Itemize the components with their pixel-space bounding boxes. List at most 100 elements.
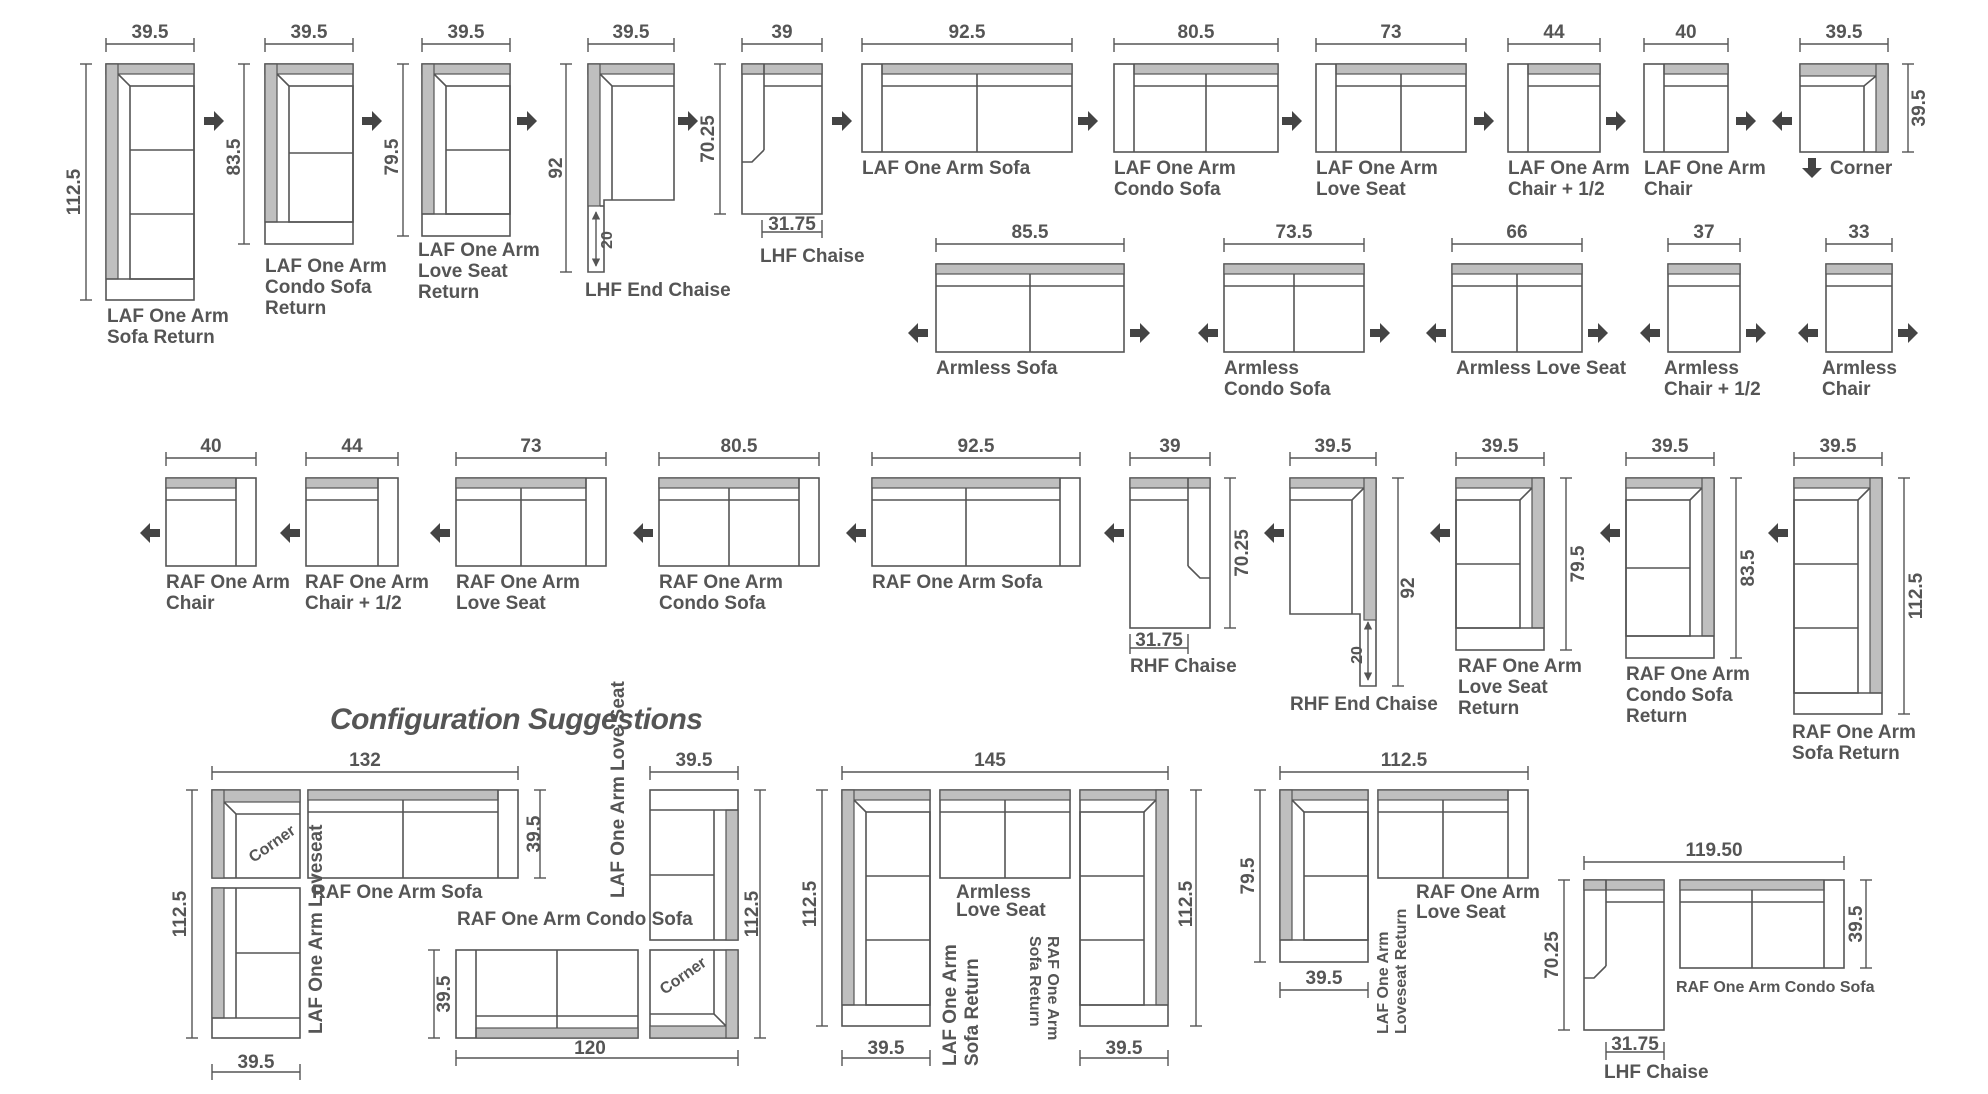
dim-depth: 39.5 (1846, 905, 1867, 942)
dim-total-depth: 112.5 (170, 890, 191, 937)
piece-label: RAF One Arm (1458, 656, 1582, 677)
dim-width: 33 (1848, 222, 1869, 243)
dim-width: 73 (520, 436, 541, 457)
dim-width: 39 (1159, 436, 1180, 457)
arrow-right-icon (678, 111, 698, 131)
dim-width: 39.5 (676, 750, 713, 771)
piece-rhf-end-chaise: 39.5 92 20 RHF End Chaise (1289, 436, 1438, 715)
arrow-left-icon (1430, 523, 1450, 543)
dim-width: 39.5 (132, 22, 169, 43)
arrow-down-icon (1802, 158, 1822, 178)
piece-label: RAF One Arm (305, 572, 429, 593)
piece-label: Return (1458, 698, 1519, 719)
dim-depth: 112.5 (1906, 572, 1927, 619)
dim-chaise-width: 31.75 (768, 214, 816, 235)
dim-width: 37 (1693, 222, 1714, 243)
dim-chaise-width: 31.75 (1135, 630, 1183, 651)
arrow-right-icon (1736, 111, 1756, 131)
piece-armless-chair: 33 Armless Chair (1822, 222, 1897, 400)
piece-label: RAF One Arm (1044, 936, 1061, 1040)
piece-label: RAF One Arm (1792, 722, 1916, 743)
piece-laf-love-return: 39.5 79.5 LAF One Arm Love Seat Return (382, 22, 540, 303)
dim-depth: 83.5 (224, 138, 245, 175)
piece-label: LHF Chaise (1604, 1062, 1709, 1083)
dim-depth: 79.5 (1568, 545, 1589, 582)
arrow-left-icon (1772, 111, 1792, 131)
dim-width: 73 (1380, 22, 1401, 43)
piece-label: RAF One Arm Sofa (872, 572, 1043, 593)
piece-label: Return (1626, 706, 1687, 727)
piece-label: Loveseat Return (1393, 909, 1410, 1034)
piece-corner: 39.5 39.5 Corner (1799, 22, 1930, 179)
piece-raf-condo-return: 39.5 83.5 RAF One Arm Condo Sofa Return (1625, 436, 1759, 727)
arrow-left-icon (1600, 523, 1620, 543)
piece-label: Armless Sofa (936, 358, 1058, 379)
piece-raf-condo: 80.5 RAF One Arm Condo Sofa (658, 436, 820, 614)
dim-depth: 79.5 (1238, 857, 1259, 894)
dim-chaise-depth: 20 (1349, 646, 1366, 664)
piece-label: LAF One Arm (107, 306, 229, 327)
piece-label: Love Seat (1416, 902, 1506, 923)
dim-width: 85.5 (1012, 222, 1049, 243)
config-3: Armless Love Seat LAF One Arm Sofa Retur… (800, 750, 1202, 1066)
arrow-left-icon (846, 523, 866, 543)
piece-label: Love Seat (418, 261, 508, 282)
piece-laf-chair: 40 LAF One Arm Chair (1643, 22, 1766, 200)
piece-raf-sofa: 92.5 RAF One Arm Sofa (871, 436, 1081, 593)
piece-label: RAF One Arm (166, 572, 290, 593)
dim-depth: 70.25 (698, 115, 719, 163)
arrow-right-icon (517, 111, 537, 131)
dim-width: 39.5 (1482, 436, 1519, 457)
piece-label: Chair + 1/2 (305, 593, 402, 614)
arrow-left-icon (633, 523, 653, 543)
piece-label: LAF One Arm (418, 240, 540, 261)
piece-label: Sofa Return (1026, 936, 1043, 1027)
piece-label: Condo Sofa (659, 593, 766, 614)
dim-total-width: 112.5 (1381, 750, 1428, 771)
dim-chaise-width: 31.75 (1611, 1034, 1659, 1055)
arrow-right-icon (362, 111, 382, 131)
piece-label: Condo Sofa (1224, 379, 1331, 400)
arrow-left-icon (1104, 523, 1124, 543)
piece-label: Chair (1822, 379, 1871, 400)
piece-label: Condo Sofa (1114, 179, 1221, 200)
piece-label: LHF End Chaise (585, 280, 731, 301)
piece-label: LAF One Arm (265, 256, 387, 277)
piece-label: Armless (956, 882, 1031, 903)
arrow-right-icon (1474, 111, 1494, 131)
arrow-left-icon (280, 523, 300, 543)
dim-total-width: 119.50 (1685, 840, 1742, 861)
dim-width: 44 (341, 436, 363, 457)
piece-laf-love: 73 LAF One Arm Love Seat (1315, 22, 1467, 200)
piece-label: Sofa Return (107, 327, 215, 348)
config-4: RAF One Arm Love Seat LAF One Arm Lovese… (1238, 750, 1540, 1034)
piece-label: RAF One Arm Condo Sofa (457, 909, 693, 930)
dim-total-width: 145 (974, 750, 1006, 771)
piece-armless-love: 66 Armless Love Seat (1451, 222, 1627, 379)
section-heading: Configuration Suggestions (330, 703, 702, 736)
dim-width: 39.5 (1315, 436, 1352, 457)
arrow-left-icon (1640, 323, 1660, 343)
piece-label: LAF One Arm (1644, 158, 1766, 179)
piece-label: RHF Chaise (1130, 656, 1237, 677)
dim-depth: 39.5 (434, 975, 455, 1012)
piece-label: Love Seat (456, 593, 546, 614)
dim-width-right: 39.5 (1106, 1038, 1143, 1059)
piece-label: RAF One Arm (1416, 882, 1540, 903)
dim-width: 40 (1675, 22, 1696, 43)
piece-label: RAF One Arm (1626, 664, 1750, 685)
arrow-right-icon (1282, 111, 1302, 131)
piece-armless-chair-half: 37 Armless Chair + 1/2 (1664, 222, 1761, 400)
piece-label: Armless (1224, 358, 1299, 379)
piece-label: LAF One Arm Sofa (862, 158, 1031, 179)
dim-chaise-depth: 70.25 (1542, 931, 1563, 979)
piece-raf-love-return: 39.5 79.5 RAF One Arm Love Seat Return (1455, 436, 1589, 719)
piece-label: RAF One Arm Condo Sofa (1676, 979, 1875, 996)
piece-label: RAF One Arm (659, 572, 783, 593)
piece-label: Chair + 1/2 (1664, 379, 1761, 400)
config-5: RAF One Arm Condo Sofa 119.50 39.5 70.25… (1542, 840, 1875, 1083)
dim-width: 44 (1543, 22, 1565, 43)
piece-laf-condo: 80.5 LAF One Arm Condo Sofa (1113, 22, 1279, 200)
arrow-left-icon (1198, 323, 1218, 343)
piece-label: LHF Chaise (760, 246, 865, 267)
